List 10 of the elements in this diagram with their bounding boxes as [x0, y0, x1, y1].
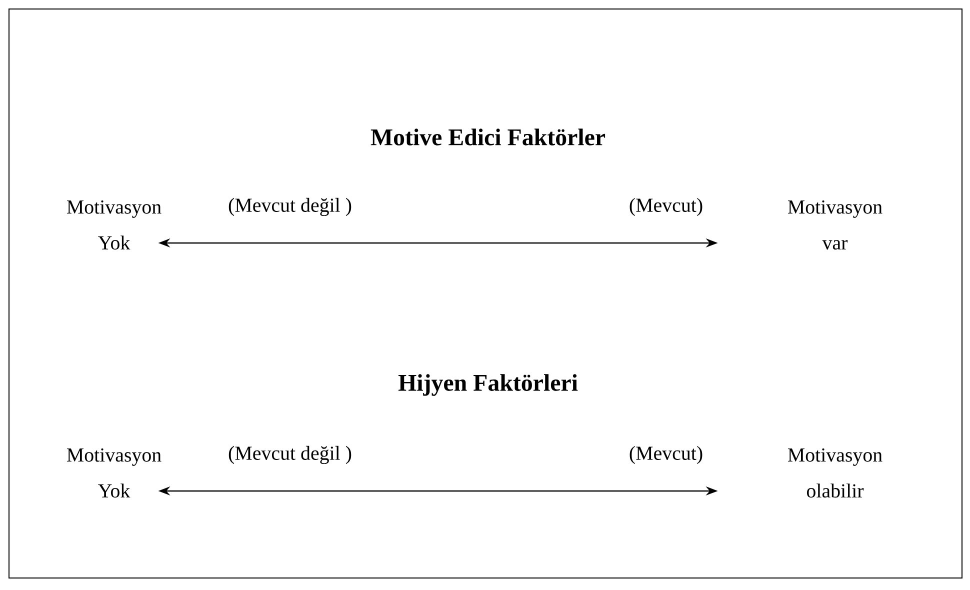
heading: Hijyen Faktörleri — [398, 374, 578, 396]
text-label: (Mevcut) — [630, 198, 702, 216]
heading: Motive Edici Faktörler — [370, 128, 606, 146]
text-label: Motivasyon Yok — [66, 448, 162, 498]
text-label: Motivasyon var — [788, 200, 882, 250]
text-label: Motivasyon olabilir — [788, 448, 882, 498]
text-label: (Mevcut değil ) — [228, 198, 352, 216]
text-label: (Mevcut) — [630, 446, 702, 464]
text-label: Motivasyon Yok — [66, 200, 162, 250]
text-label: (Mevcut değil ) — [228, 446, 352, 464]
